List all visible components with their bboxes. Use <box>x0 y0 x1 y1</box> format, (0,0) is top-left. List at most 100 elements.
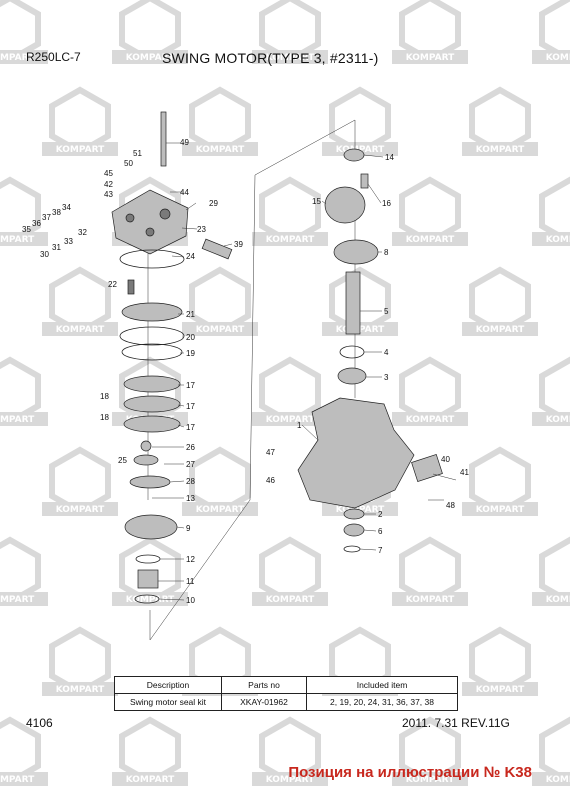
callout-50: 50 <box>124 159 133 168</box>
svg-text:KOMPART: KOMPART <box>476 325 525 335</box>
callout-2: 2 <box>378 510 383 519</box>
watermark-logo: KOMPART <box>392 0 468 64</box>
part-28-plate <box>129 475 171 489</box>
svg-text:KOMPART: KOMPART <box>196 145 245 155</box>
callout-47: 47 <box>266 448 275 457</box>
callout-31: 31 <box>52 243 61 252</box>
table-cell: Swing motor seal kit <box>114 693 222 711</box>
watermark-logo: KOMPART <box>112 0 188 64</box>
svg-text:KOMPART: KOMPART <box>406 775 455 785</box>
callout-35: 35 <box>22 225 31 234</box>
column-header: Description <box>114 676 222 694</box>
callout-44: 44 <box>180 188 189 197</box>
model-code: R250LC-7 <box>26 50 81 64</box>
svg-text:KOMPART: KOMPART <box>336 145 385 155</box>
callout-41: 41 <box>460 468 469 477</box>
part-9-carrier <box>124 514 178 540</box>
column-header: Included item <box>306 676 458 694</box>
callout-17b: 17 <box>186 402 195 411</box>
part-15-cylinder-block <box>324 186 366 224</box>
callout-13: 13 <box>186 494 195 503</box>
callout-42: 42 <box>104 180 113 189</box>
callout-17c: 17 <box>186 423 195 432</box>
callout-38: 38 <box>52 208 61 217</box>
svg-text:KOMPART: KOMPART <box>476 685 525 695</box>
part-20-ring <box>119 326 185 346</box>
watermark-logo: KOMPART <box>392 176 468 246</box>
watermark-logo: KOMPART <box>182 266 258 336</box>
svg-text:KOMPART: KOMPART <box>56 145 105 155</box>
part-26 <box>140 440 152 452</box>
watermark-logo: KOMPART <box>0 716 48 786</box>
callout-3: 3 <box>384 373 389 382</box>
watermark-logo: KOMPART <box>252 0 328 64</box>
watermark-logo: KOMPART <box>532 0 570 64</box>
part-19-o-ring <box>121 343 183 361</box>
part-3-bearing <box>337 367 367 385</box>
watermark-logo: KOMPART <box>0 176 48 246</box>
watermark-logo: KOMPART <box>392 356 468 426</box>
callout-30: 30 <box>40 250 49 259</box>
part-24-o-ring <box>119 249 185 269</box>
callout-25: 25 <box>118 456 127 465</box>
svg-text:KOMPART: KOMPART <box>336 325 385 335</box>
part-40-plate <box>411 454 443 482</box>
part-25-bearing <box>133 454 159 466</box>
callout-5: 5 <box>384 307 389 316</box>
callout-29: 29 <box>209 199 218 208</box>
watermark-logo: KOMPART <box>0 536 48 606</box>
watermark-logo: KOMPART <box>392 536 468 606</box>
watermark-logo: KOMPART <box>532 536 570 606</box>
svg-text:KOMPART: KOMPART <box>0 595 35 605</box>
svg-text:KOMPART: KOMPART <box>546 595 570 605</box>
svg-text:KOMPART: KOMPART <box>546 775 570 785</box>
svg-text:KOMPART: KOMPART <box>266 415 315 425</box>
callout-1: 1 <box>297 421 302 430</box>
svg-text:KOMPART: KOMPART <box>126 775 175 785</box>
callout-28: 28 <box>186 477 195 486</box>
watermark-logo: KOMPART <box>182 86 258 156</box>
svg-text:KOMPART: KOMPART <box>546 53 570 63</box>
assembly-frame-lines <box>147 119 356 641</box>
callout-33: 33 <box>64 237 73 246</box>
page-number: 4106 <box>26 716 53 730</box>
revision-date: 2011. 7.31 REV.11G <box>402 716 510 730</box>
callout-48: 48 <box>446 501 455 510</box>
seal-kit-table: Description Parts no Included item Swing… <box>114 676 458 711</box>
part-14-bearing <box>343 148 365 162</box>
svg-text:KOMPART: KOMPART <box>196 505 245 515</box>
callout-39: 39 <box>234 240 243 249</box>
svg-text:KOMPART: KOMPART <box>266 235 315 245</box>
watermark-logo: KOMPART <box>462 626 538 696</box>
callout-37: 37 <box>42 213 51 222</box>
svg-text:KOMPART: KOMPART <box>196 325 245 335</box>
callout-49: 49 <box>180 138 189 147</box>
watermark-logo: KOMPART <box>112 716 188 786</box>
table-header-row: Description Parts no Included item <box>114 676 458 694</box>
svg-text:KOMPART: KOMPART <box>56 325 105 335</box>
table-cell: 2, 19, 20, 24, 31, 36, 37, 38 <box>306 693 458 711</box>
watermark-logo: KOMPART <box>0 356 48 426</box>
svg-text:KOMPART: KOMPART <box>0 53 35 63</box>
part-39-plug <box>201 238 233 260</box>
svg-text:KOMPART: KOMPART <box>126 595 175 605</box>
table-row: Swing motor seal kit XKAY-01962 2, 19, 2… <box>114 693 458 711</box>
callout-40: 40 <box>441 455 450 464</box>
svg-text:KOMPART: KOMPART <box>546 415 570 425</box>
svg-text:KOMPART: KOMPART <box>476 145 525 155</box>
part-17-disc-b <box>123 395 181 413</box>
callout-27: 27 <box>186 460 195 469</box>
svg-text:KOMPART: KOMPART <box>56 505 105 515</box>
illustration-position-note: Позиция на иллюстрации № K38 <box>288 764 532 781</box>
svg-text:KOMPART: KOMPART <box>476 505 525 515</box>
watermark-logo: KOMPART <box>532 356 570 426</box>
callout-17a: 17 <box>186 381 195 390</box>
callout-43: 43 <box>104 190 113 199</box>
svg-text:KOMPART: KOMPART <box>56 685 105 695</box>
callout-8: 8 <box>384 248 389 257</box>
watermark-logo: KOMPART <box>462 266 538 336</box>
part-valve-cover <box>111 189 189 255</box>
part-17-disc-c <box>123 415 181 433</box>
callout-20: 20 <box>186 333 195 342</box>
